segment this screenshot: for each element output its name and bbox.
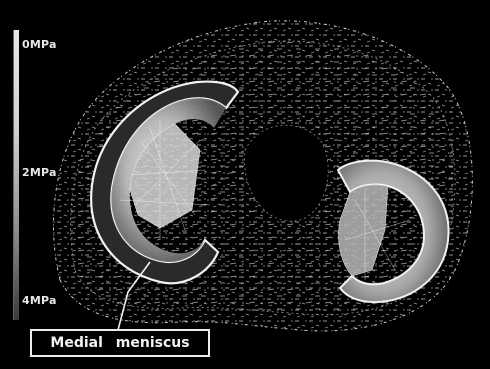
- scale-label-2mpa: 2MPa: [22, 166, 57, 179]
- scale-label-4mpa: 4MPa: [22, 294, 57, 307]
- medial-meniscus-callout: Medial meniscus: [30, 329, 210, 357]
- stress-scale-bar: [13, 30, 19, 320]
- scale-label-0mpa: 0MPa: [22, 38, 57, 51]
